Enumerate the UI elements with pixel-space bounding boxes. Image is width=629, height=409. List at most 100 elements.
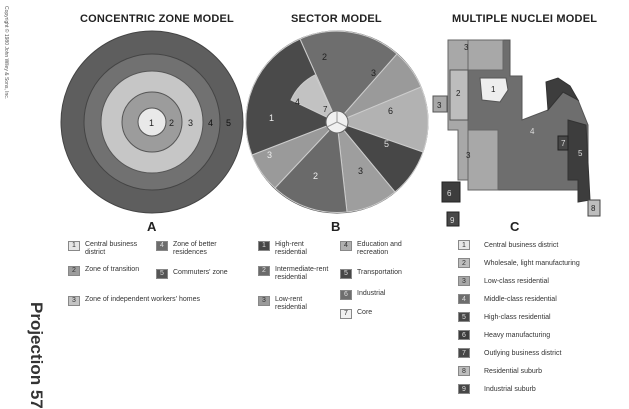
legend-concentric-3: 3 Zone of independent workers' homes (68, 296, 248, 306)
legend-label: Industrial (357, 290, 386, 297)
ring-label-4: 4 (208, 118, 213, 128)
copyright-text: Copyright © 1980 John Wiley & Sons, Inc. (3, 6, 9, 100)
legend-concentric-4: 4 Zone of better residences (156, 241, 246, 257)
nuclei-zone-9 (446, 211, 460, 227)
sector-label-2: 2 (322, 52, 327, 62)
concentric-letter: A (147, 219, 157, 234)
nuclei-label-3a: 3 (464, 43, 469, 52)
legend-label: Low-rent residential (275, 296, 307, 311)
swatch-transportation: 5 (340, 269, 352, 279)
concentric-diagram: 1 2 3 4 5 (60, 30, 244, 214)
nuclei-zone-1 (479, 77, 509, 103)
legend-nuclei-2: 2 Wholesale, light manufacturing (458, 258, 580, 268)
legend-nuclei-3: 3 Low-class residential (458, 276, 549, 286)
legend-label: Intermediate-rent residential (275, 266, 329, 281)
swatch-nuclei-cbd: 1 (458, 240, 470, 250)
nuclei-zone-5 (567, 119, 591, 203)
swatch-low-rent: 3 (258, 296, 270, 306)
swatch-nuclei-heavy: 6 (458, 330, 470, 340)
swatch-nuclei-low: 3 (458, 276, 470, 286)
nuclei-label-5: 5 (578, 149, 583, 158)
legend-concentric-5: 5 Commuters' zone (156, 269, 246, 279)
legend-label: Central business district (484, 241, 559, 249)
sector-title: SECTOR MODEL (291, 13, 382, 25)
nuclei-zone-7 (557, 135, 569, 151)
nuclei-label-4: 4 (530, 127, 535, 136)
swatch-workers: 3 (68, 296, 80, 306)
swatch-nuclei-middle: 4 (458, 294, 470, 304)
legend-label: Central business district (85, 241, 138, 256)
sector-label-7: 7 (323, 105, 328, 114)
nuclei-letter: C (510, 219, 520, 234)
nuclei-zone-6 (441, 181, 461, 203)
sector-label-5: 5 (384, 139, 389, 149)
legend-label: Zone of better residences (173, 241, 217, 256)
swatch-nuclei-res-suburb: 8 (458, 366, 470, 376)
nuclei-label-2: 2 (456, 89, 461, 98)
nuclei-zone-2 (449, 69, 469, 121)
swatch-nuclei-wholesale: 2 (458, 258, 470, 268)
legend-label: Outlying business district (484, 349, 562, 357)
sector-label-4: 4 (295, 97, 300, 107)
sector-label-3c: 3 (267, 150, 272, 160)
sector-letter: B (331, 219, 341, 234)
sector-1-high (245, 38, 338, 156)
ring-label-1: 1 (149, 118, 154, 128)
legend-label: Heavy manufacturing (484, 331, 551, 339)
legend-nuclei-8: 8 Residential suburb (458, 366, 542, 376)
ring-label-5: 5 (226, 118, 231, 128)
nuclei-zone-8 (587, 199, 601, 217)
sector-6-industrial (335, 86, 429, 153)
swatch-transition: 2 (68, 266, 80, 276)
concentric-title: CONCENTRIC ZONE MODEL (80, 13, 234, 25)
legend-label: High-rent residential (275, 241, 307, 256)
swatch-education: 4 (340, 241, 352, 251)
ring-label-3: 3 (188, 118, 193, 128)
nuclei-diagram: 1 2 3 3 3 4 5 6 7 8 9 (432, 39, 601, 227)
nuclei-zone-3-small (432, 95, 448, 113)
sector-diagram: 2 3 6 5 3 2 1 4 7 3 (245, 30, 429, 214)
swatch-core: 7 (340, 309, 352, 319)
legend-nuclei-9: 9 Industrial suburb (458, 384, 536, 394)
legend-label: Residential suburb (484, 367, 542, 375)
sector-2-lower (274, 120, 348, 214)
legend-sector-6: 6 Industrial (340, 290, 420, 300)
legend-label: Middle-class residential (484, 295, 557, 303)
legend-label: Industrial suburb (484, 385, 536, 393)
legend-nuclei-5: 5 High-class residential (458, 312, 551, 322)
legend-label: Zone of transition (85, 266, 140, 273)
sector-label-2b: 2 (313, 171, 318, 181)
swatch-nuclei-high: 5 (458, 312, 470, 322)
nuclei-zone-3-top (467, 39, 504, 71)
legend-label: Core (357, 309, 373, 316)
sector-label-6: 6 (388, 106, 393, 116)
legend-sector-7: 7 Core (340, 309, 420, 319)
swatch-better: 4 (156, 241, 168, 251)
nuclei-label-3b: 3 (437, 101, 442, 110)
legend-sector-2: 2 Intermediate-rent residential (258, 266, 333, 282)
legend-concentric-2: 2 Zone of transition (68, 266, 148, 276)
nuclei-label-9: 9 (450, 216, 455, 225)
legend-nuclei-6: 6 Heavy manufacturing (458, 330, 550, 340)
nuclei-label-6: 6 (447, 189, 452, 198)
nuclei-label-3c: 3 (466, 151, 471, 160)
sector-2-top (299, 30, 398, 123)
swatch-nuclei-outlying: 7 (458, 348, 470, 358)
legend-sector-5: 5 Transportation (340, 269, 420, 279)
legend-label: Transportation (357, 269, 402, 276)
legend-label: Commuters' zone (173, 269, 228, 276)
swatch-high-rent: 1 (258, 241, 270, 251)
ring-label-2: 2 (169, 118, 174, 128)
legend-label: Education and recreation (357, 241, 402, 256)
sector-label-3b: 3 (358, 166, 363, 176)
projection-label: Projection 57 (27, 302, 46, 409)
sector-label-1: 1 (269, 113, 274, 123)
legend-nuclei-7: 7 Outlying business district (458, 348, 561, 358)
legend-concentric-1: 1 Central business district (68, 241, 148, 257)
nuclei-zone-6-top (545, 77, 580, 112)
legend-label: High-class residential (484, 313, 551, 321)
nuclei-label-8: 8 (591, 204, 596, 213)
sector-label-3a: 3 (371, 68, 376, 78)
swatch-industrial: 6 (340, 290, 352, 300)
swatch-intermediate: 2 (258, 266, 270, 276)
